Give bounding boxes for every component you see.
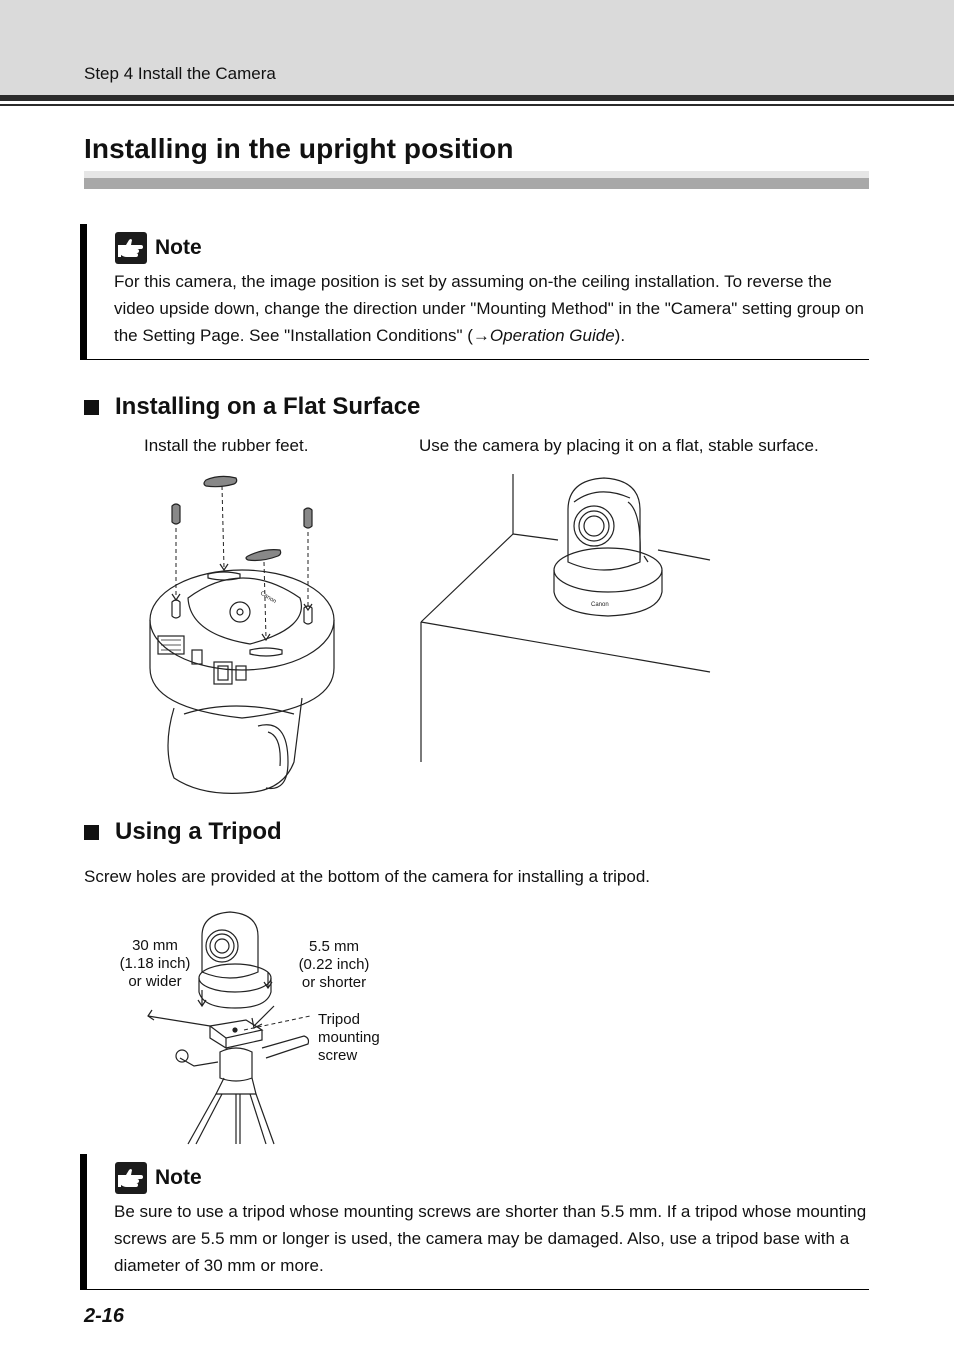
label-screw-length-line-2: (0.22 inch) — [298, 956, 370, 973]
hand-pointing-icon — [115, 1162, 147, 1194]
label-mounting-screw-line-3: screw — [318, 1047, 358, 1064]
section-heading-tripod: Using a Tripod — [84, 818, 282, 846]
label-mounting-screw-line-1: Tripod — [318, 1011, 360, 1028]
operation-guide-reference: Operation Guide — [489, 326, 615, 345]
caption-rubber-feet: Install the rubber feet. — [144, 436, 309, 455]
page-title: Installing in the upright position — [84, 133, 514, 164]
brand-mark-base: Canon — [259, 591, 277, 605]
page-number: 2-16 — [84, 1305, 125, 1327]
hand-pointing-icon — [115, 232, 147, 264]
section-heading-tripod-text: Using a Tripod — [115, 818, 282, 845]
note-box-2: Note Be sure to use a tripod whose mount… — [80, 1154, 869, 1290]
brand-mark-camera: Canon — [591, 602, 609, 608]
note-title-1: Note — [155, 236, 202, 259]
square-bullet-icon — [84, 824, 99, 840]
label-tripod-diameter-line-2: (1.18 inch) — [119, 955, 191, 972]
breadcrumb: Step 4 Install the Camera — [84, 64, 276, 83]
note-body-2: Be sure to use a tripod whose mounting s… — [114, 1202, 867, 1275]
label-screw-length-line-1: 5.5 mm — [308, 938, 359, 955]
label-tripod-diameter-line-1: 30 mm — [132, 937, 178, 954]
label-mounting-screw: Tripod mounting screw — [318, 1011, 398, 1065]
tripod-description: Screw holes are provided at the bottom o… — [84, 867, 651, 886]
square-bullet-icon — [84, 399, 99, 415]
caption-flat-surface: Use the camera by placing it on a flat, … — [419, 436, 819, 455]
label-tripod-diameter: 30 mm (1.18 inch) or wider — [112, 937, 198, 991]
rubber-feet-illustration: Canon — [149, 475, 335, 794]
label-screw-length-line-3: or shorter — [301, 974, 367, 991]
arrow-right-icon: → — [472, 326, 490, 345]
title-underline-bar — [84, 171, 869, 189]
note-body-1-end: ). — [614, 326, 626, 345]
label-screw-length: 5.5 mm (0.22 inch) or shorter — [290, 938, 378, 992]
header-band — [0, 0, 954, 95]
note-header-2: Note — [115, 1162, 202, 1194]
label-tripod-diameter-line-3: or wider — [128, 973, 182, 990]
note-box-1: Note For this camera, the image position… — [80, 224, 869, 360]
note-title-2: Note — [155, 1166, 202, 1189]
note-body-1: For this camera, the image position is s… — [114, 268, 874, 349]
flat-surface-illustration: Canon — [420, 474, 711, 762]
note-header-1: Note — [115, 232, 202, 264]
section-heading-flat-surface: Installing on a Flat Surface — [84, 393, 420, 421]
section-heading-flat-surface-text: Installing on a Flat Surface — [115, 393, 421, 420]
header-rule-thick — [0, 95, 954, 101]
tripod-illustration — [147, 911, 311, 1145]
note-body-1-text: For this camera, the image position is s… — [114, 272, 864, 345]
header-rule-thin — [0, 104, 954, 106]
label-mounting-screw-line-2: mounting — [318, 1029, 380, 1046]
